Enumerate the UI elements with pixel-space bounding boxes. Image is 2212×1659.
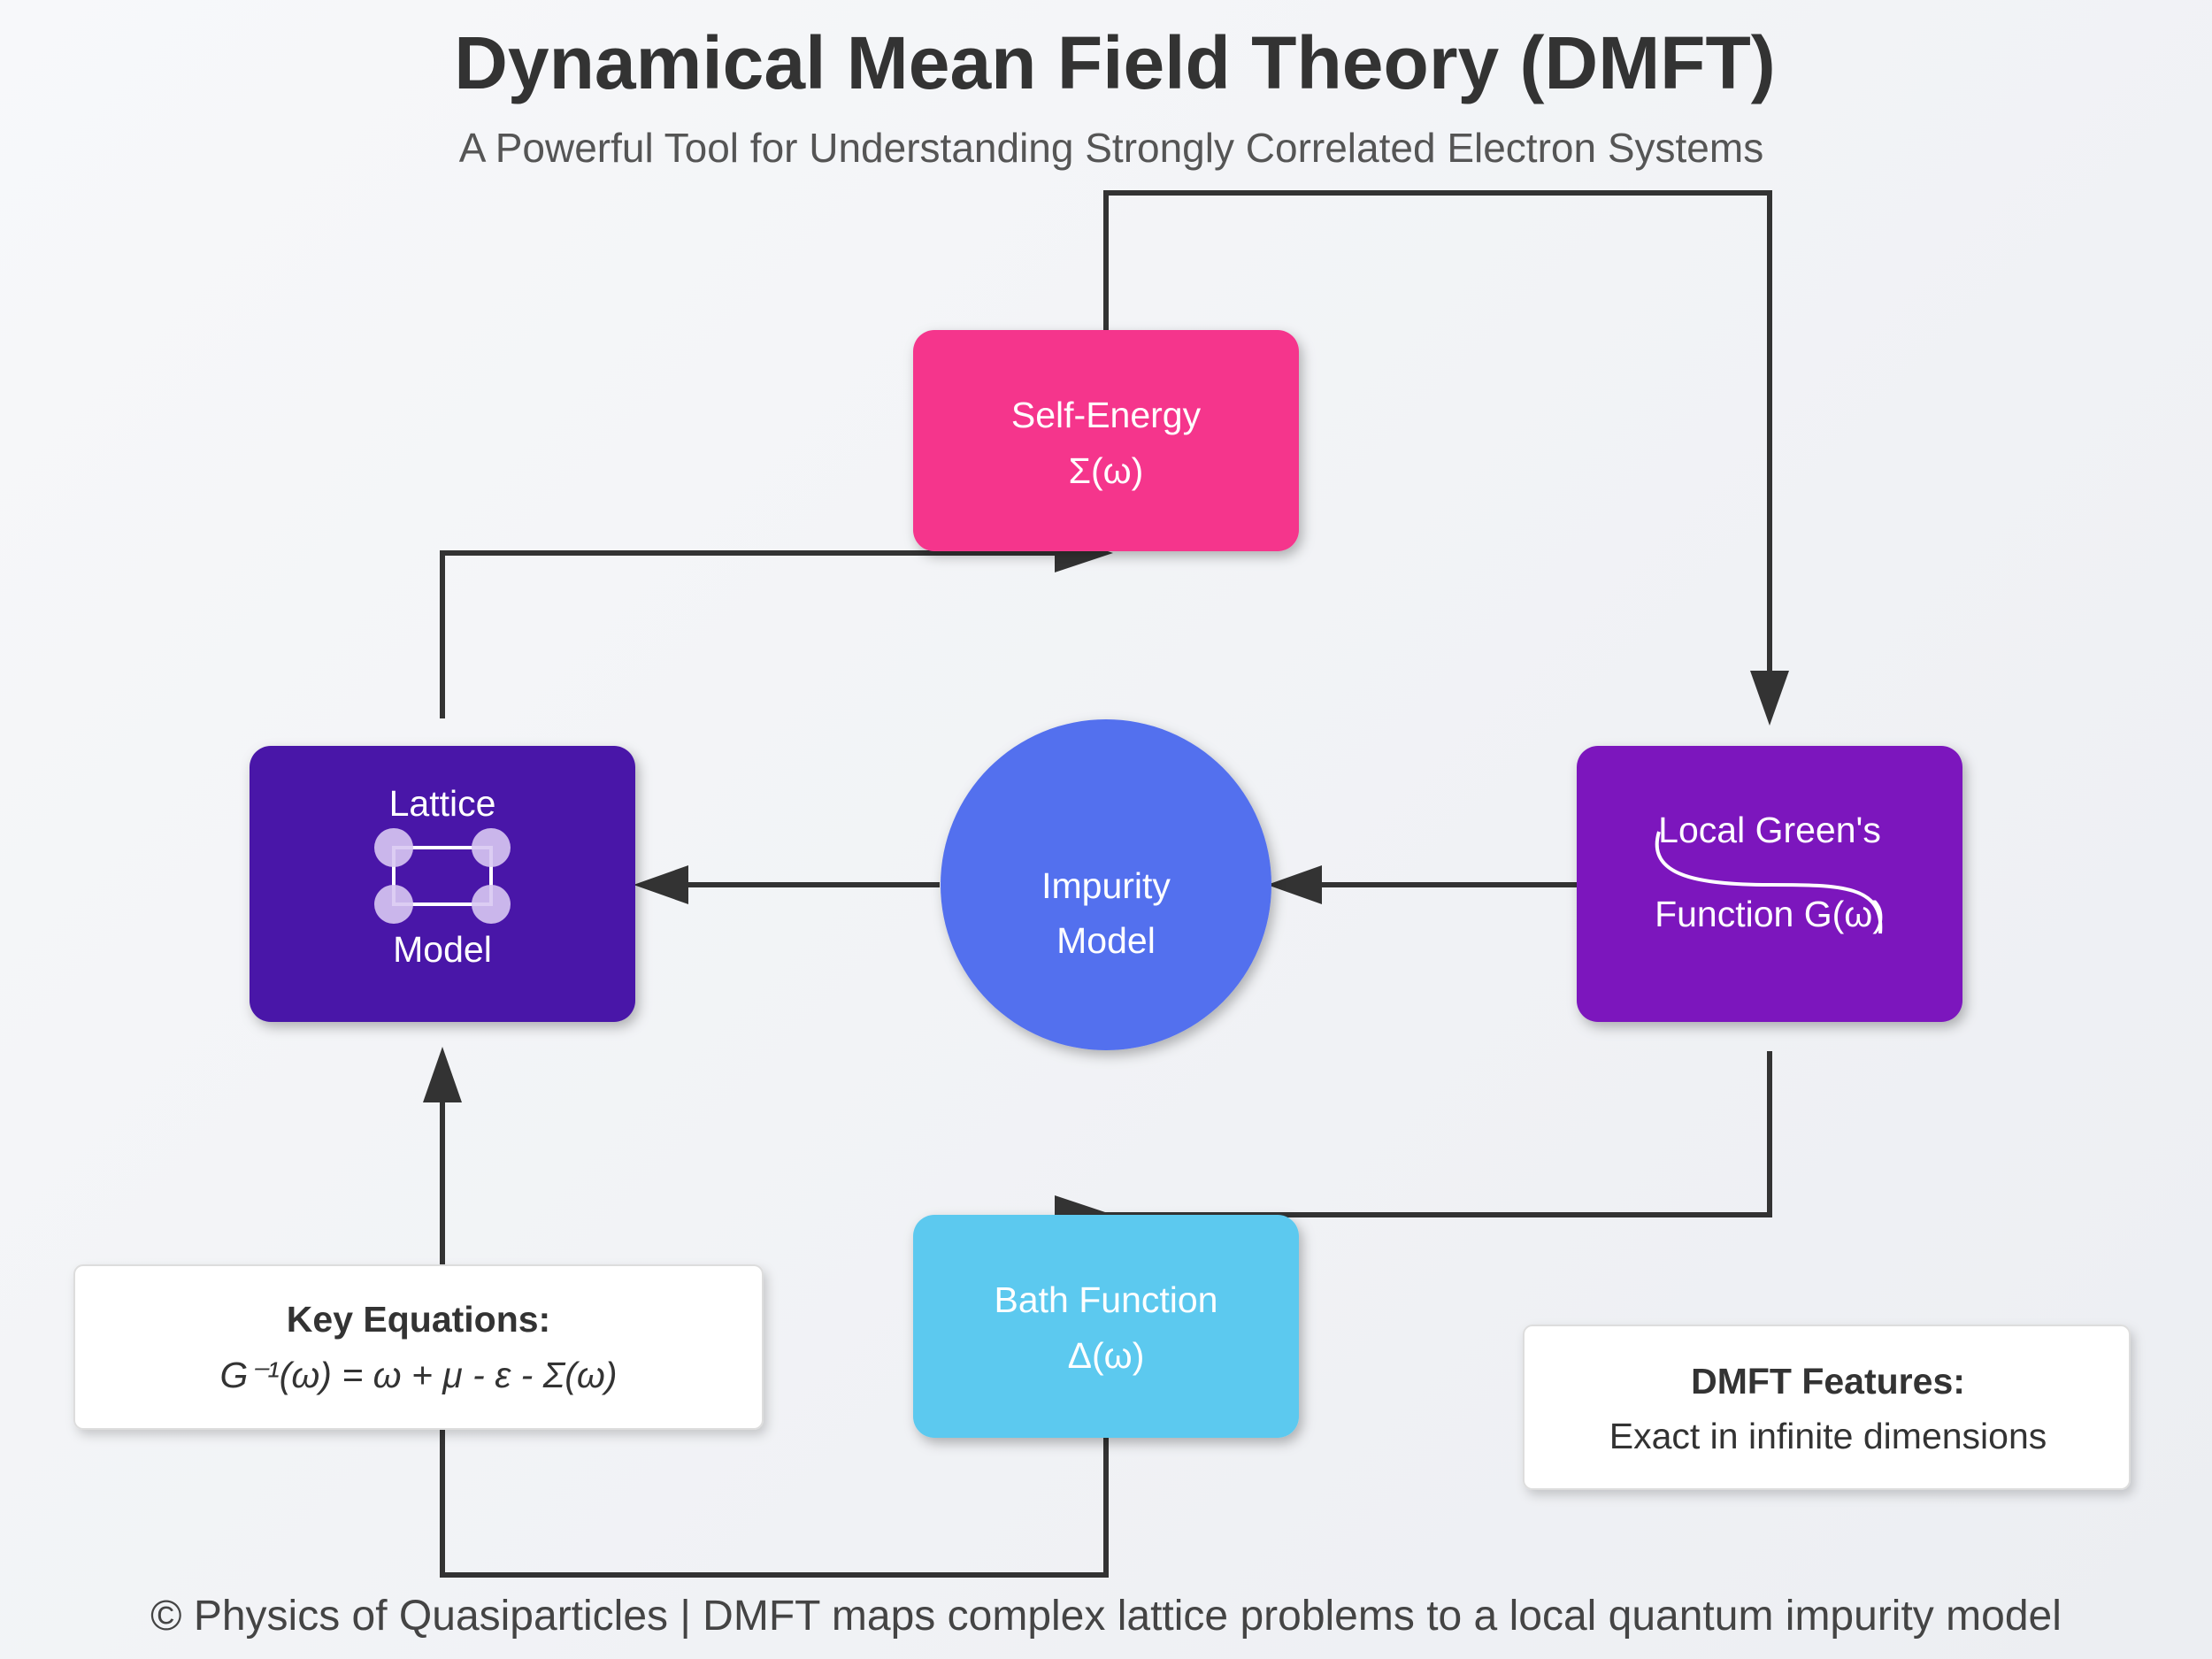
node-green-symbol: Function G(ω): [1655, 894, 1885, 934]
node-lattice-model[interactable]: Lattice Model: [250, 746, 635, 1022]
node-self-energy-symbol: Σ(ω): [1069, 450, 1144, 491]
node-green-label: Local Green's: [1658, 810, 1881, 850]
node-bath-symbol: Δ(ω): [1068, 1335, 1145, 1376]
key-equations-equation: G⁻¹(ω) = ω + μ - ε - Σ(ω): [220, 1355, 618, 1395]
key-equations-box: Key Equations: G⁻¹(ω) = ω + μ - ε - Σ(ω): [73, 1264, 764, 1430]
arrow-green-to-bath: [1066, 1051, 1772, 1217]
arrow-lattice-to-self-energy: [440, 550, 1066, 718]
dmft-features-title: DMFT Features:: [1691, 1361, 1965, 1402]
node-impurity-circle: [941, 719, 1271, 1050]
node-bath-box: [913, 1215, 1299, 1438]
node-lattice-box: [250, 746, 635, 1022]
node-impurity-model[interactable]: Impurity Model: [941, 719, 1271, 1050]
arrowhead-down-icon: [1750, 671, 1789, 726]
page-title: Dynamical Mean Field Theory (DMFT): [454, 21, 1776, 104]
node-self-energy-box: [913, 330, 1299, 551]
node-self-energy[interactable]: Self-Energy Σ(ω): [913, 330, 1299, 551]
lattice-icon: [374, 828, 511, 924]
node-impurity-label-top: Impurity: [1041, 865, 1171, 906]
footer-caption: © Physics of Quasiparticles | DMFT maps …: [150, 1593, 2062, 1640]
arrowhead-left-icon: [634, 865, 688, 904]
node-lattice-label-bottom: Model: [393, 929, 492, 970]
flow-lines: [423, 190, 1789, 1578]
node-bath-label: Bath Function: [995, 1279, 1218, 1320]
arrow-self-energy-to-green: [1103, 190, 1772, 681]
dmft-features-text: Exact in infinite dimensions: [1609, 1416, 2047, 1456]
arrowhead-left-icon: [1267, 865, 1322, 904]
node-impurity-label-bottom: Model: [1056, 920, 1156, 961]
page-subtitle: A Powerful Tool for Understanding Strong…: [459, 125, 1763, 171]
node-bath-function[interactable]: Bath Function Δ(ω): [913, 1215, 1299, 1438]
node-self-energy-label: Self-Energy: [1011, 395, 1202, 435]
node-lattice-label-top: Lattice: [389, 783, 496, 824]
dmft-features-box: DMFT Features: Exact in infinite dimensi…: [1523, 1325, 2131, 1490]
node-local-green-function[interactable]: Local Green's Function G(ω): [1577, 746, 1962, 1022]
key-equations-title: Key Equations:: [287, 1299, 550, 1340]
arrowhead-up-icon: [423, 1047, 462, 1102]
green-function-curve-icon: [1655, 831, 1883, 934]
